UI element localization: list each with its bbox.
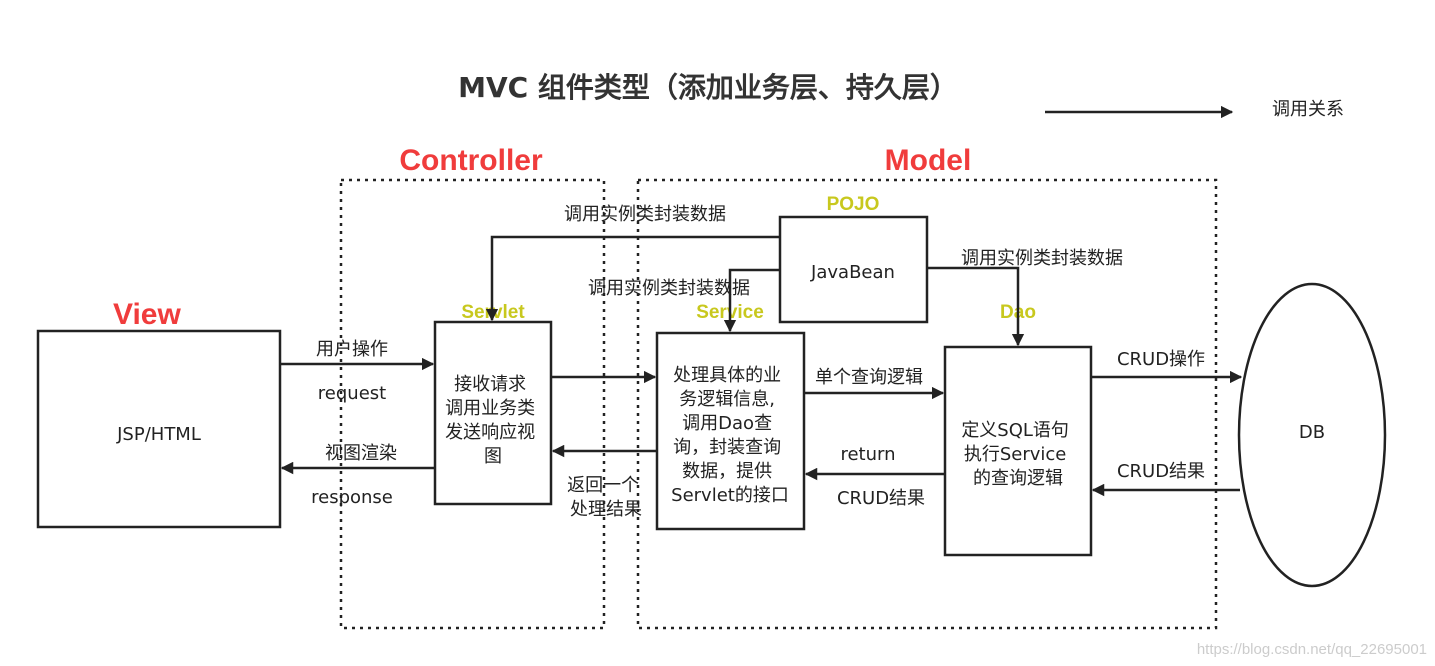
label-return-result: 返回一个 处理结果	[567, 475, 645, 520]
arrow-bean-to-servlet	[485, 235, 780, 322]
label-response: response	[311, 487, 393, 508]
jsp-html-label: JSP/HTML	[116, 424, 201, 445]
javabean-label: JavaBean	[810, 262, 895, 283]
pojo-tag: POJO	[827, 194, 880, 215]
db-ellipse	[1237, 282, 1387, 588]
label-crud-result-left: CRUD结果	[837, 488, 925, 509]
arrow-bean-to-service	[723, 268, 780, 333]
servlet-box	[433, 320, 553, 506]
label-return: return	[840, 444, 895, 465]
arrow-bean-to-dao	[927, 266, 1025, 347]
service-box	[655, 331, 806, 531]
label-request: request	[318, 383, 386, 404]
group-label-view: View	[113, 298, 181, 331]
model-frame	[636, 178, 1218, 630]
label-render: 视图渲染	[325, 443, 397, 464]
label-bean-to-service: 调用实例类封装数据	[588, 278, 750, 299]
label-crud-result-right: CRUD结果	[1117, 461, 1205, 482]
label-crud-op: CRUD操作	[1117, 349, 1205, 370]
javabean-box	[778, 215, 929, 324]
group-label-controller: Controller	[399, 144, 543, 177]
label-bean-to-dao: 调用实例类封装数据	[961, 248, 1123, 269]
dao-box	[943, 345, 1093, 557]
label-bean-to-servlet: 调用实例类封装数据	[564, 204, 726, 225]
controller-frame	[339, 178, 606, 630]
watermark: https://blog.csdn.net/qq_22695001	[1197, 641, 1427, 658]
servlet-tag: Servlet	[461, 302, 525, 323]
dao-desc: 定义SQL语句 执行Service 的查询逻辑	[961, 420, 1074, 489]
servlet-desc: 接收请求 调用业务类 发送响应视 图	[445, 374, 541, 467]
db-label: DB	[1299, 422, 1325, 443]
legend: 调用关系	[1045, 99, 1344, 120]
service-desc: 处理具体的业 务逻辑信息, 调用Dao查 询，封装查询 数据，提供 Servle…	[671, 365, 789, 506]
legend-label: 调用关系	[1272, 99, 1344, 120]
jsp-html-box	[36, 329, 282, 529]
diagram-title: MVC 组件类型（添加业务层、持久层）	[458, 71, 958, 104]
label-user-op: 用户操作	[316, 339, 388, 360]
label-single-query: 单个查询逻辑	[815, 367, 923, 388]
group-label-model: Model	[885, 144, 972, 177]
